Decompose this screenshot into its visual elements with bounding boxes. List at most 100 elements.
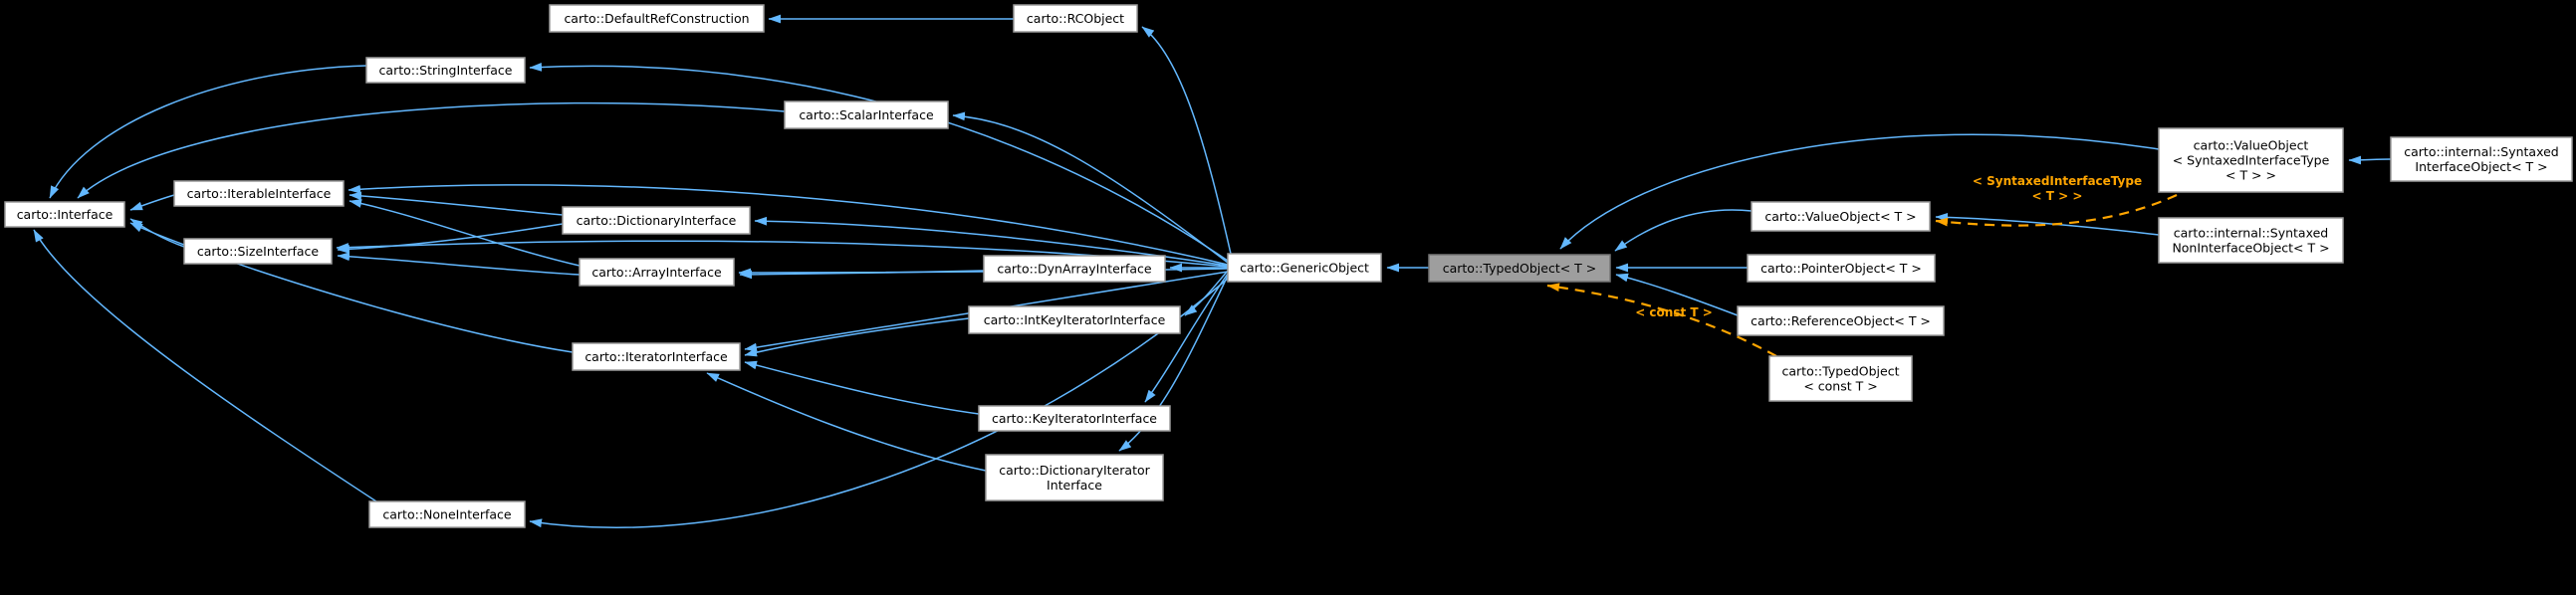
node-label-reference-object: carto::ReferenceObject< T > [1751, 313, 1931, 328]
node-interface[interactable]: carto::Interface [4, 201, 125, 228]
edge-genericobject-to-iterableinterface [348, 184, 1229, 266]
node-box-rc-object[interactable] [1013, 4, 1138, 33]
node-box-array-interface[interactable] [579, 258, 735, 287]
node-box-dictionary-interface[interactable] [562, 206, 751, 235]
node-box-reference-object[interactable] [1737, 305, 1945, 336]
node-box-string-interface[interactable] [365, 57, 526, 84]
edge-stringinterface-to-interface [49, 65, 367, 199]
node-label-dictionary-interface: carto::DictionaryInterface [577, 213, 737, 228]
node-box-value-object-syntaxed[interactable] [2158, 127, 2344, 193]
node-box-key-iterator-interface[interactable] [978, 405, 1171, 432]
node-label-default-ref-construction: carto::DefaultRefConstruction [564, 11, 749, 26]
edge-valueobjectsyntaxed-to-valueobject [1935, 193, 2178, 227]
node-value-object[interactable]: carto::ValueObject< T > [1751, 201, 1931, 232]
node-box-interface[interactable] [4, 201, 125, 228]
edge-label-typedobjectconst-to-typedobject: < const T > [1635, 305, 1713, 319]
edge-genericobject-to-rcobject [1141, 26, 1232, 255]
edge-typedobjectconst-to-typedobject [1546, 283, 1777, 357]
node-box-value-object[interactable] [1751, 201, 1931, 232]
node-label-dyn-array-interface: carto::DynArrayInterface [997, 262, 1152, 277]
node-layer: carto::Interface carto::IterableInterface… [4, 4, 2573, 528]
node-string-interface[interactable]: carto::StringInterface [365, 57, 526, 84]
node-box-syntaxed-non-interface-object[interactable] [2158, 217, 2344, 264]
edge-intkeyiterator-to-iteratorinterface [744, 317, 970, 357]
edge-layer: < const T > < SyntaxedInterfaceType< T > … [33, 14, 2392, 528]
node-box-iterator-interface[interactable] [572, 342, 741, 371]
node-box-none-interface[interactable] [368, 500, 526, 528]
edge-iterableinterface-to-interface [129, 194, 175, 211]
node-label-size-interface: carto::SizeInterface [197, 244, 320, 259]
node-label-array-interface: carto::ArrayInterface [591, 265, 722, 280]
node-label-none-interface: carto::NoneInterface [382, 507, 512, 522]
edge-genericobject-to-dictionaryiterator [1118, 275, 1229, 452]
node-dictionary-interface[interactable]: carto::DictionaryInterface [562, 206, 751, 235]
node-array-interface[interactable]: carto::ArrayInterface [579, 258, 735, 287]
node-box-dictionary-iterator-interface[interactable] [985, 454, 1164, 501]
node-box-pointer-object[interactable] [1747, 254, 1936, 283]
node-box-typed-object-const[interactable] [1768, 355, 1913, 402]
node-label-value-object-syntaxed: carto::ValueObject< SyntaxedInterfaceTyp… [2173, 138, 2330, 183]
node-label-int-key-iterator-interface: carto::IntKeyIteratorInterface [984, 312, 1166, 327]
node-label-typed-object: carto::TypedObject< T > [1443, 261, 1597, 276]
node-box-syntaxed-interface-object[interactable] [2390, 136, 2573, 182]
node-iterator-interface[interactable]: carto::IteratorInterface [572, 342, 741, 371]
node-reference-object[interactable]: carto::ReferenceObject< T > [1737, 305, 1945, 336]
node-label-scalar-interface: carto::ScalarInterface [799, 107, 934, 122]
edge-syntaxedinterfaceobject-to-valueobjectsyntaxed [2348, 155, 2392, 165]
edge-syntaxednoninterfaceobject-to-valueobject [1935, 212, 2160, 236]
node-value-object-syntaxed[interactable]: carto::ValueObject< SyntaxedInterfaceTyp… [2158, 127, 2344, 193]
node-label-key-iterator-interface: carto::KeyIteratorInterface [992, 411, 1157, 426]
node-size-interface[interactable]: carto::SizeInterface [183, 238, 333, 265]
node-label-iterable-interface: carto::IterableInterface [187, 186, 332, 201]
node-label-value-object: carto::ValueObject< T > [1764, 209, 1916, 224]
node-box-default-ref-construction[interactable] [549, 4, 765, 33]
edge-arrayinterface-to-iterableinterface [349, 199, 581, 267]
edge-label-valueobjectsyntaxed-to-valueobject: < SyntaxedInterfaceType< T > > [1973, 174, 2142, 203]
node-box-generic-object[interactable] [1227, 253, 1382, 283]
node-rc-object[interactable]: carto::RCObject [1013, 4, 1138, 33]
node-label-generic-object: carto::GenericObject [1240, 261, 1369, 276]
edge-dictionaryiterator-to-iteratorinterface [706, 372, 987, 472]
edge-valueobject-to-typedobject [1614, 209, 1753, 252]
edge-genericobject-to-sizeinterface [336, 240, 1229, 268]
node-default-ref-construction[interactable]: carto::DefaultRefConstruction [549, 4, 765, 33]
node-generic-object[interactable]: carto::GenericObject [1227, 253, 1382, 283]
node-box-typed-object[interactable] [1428, 254, 1611, 283]
node-pointer-object[interactable]: carto::PointerObject< T > [1747, 254, 1936, 283]
node-dyn-array-interface[interactable]: carto::DynArrayInterface [983, 255, 1166, 283]
edge-genericobject-to-stringinterface [529, 62, 1229, 262]
node-box-dyn-array-interface[interactable] [983, 255, 1166, 283]
node-label-iterator-interface: carto::IteratorInterface [585, 349, 728, 364]
node-key-iterator-interface[interactable]: carto::KeyIteratorInterface [978, 405, 1171, 432]
node-scalar-interface[interactable]: carto::ScalarInterface [784, 100, 949, 129]
edge-iteratorinterface-to-interface [129, 222, 574, 353]
node-label-interface: carto::Interface [17, 207, 114, 222]
edge-dictionaryinterface-to-iterableinterface [349, 191, 564, 216]
edge-keyiterator-to-iteratorinterface [744, 360, 980, 415]
node-none-interface[interactable]: carto::NoneInterface [368, 500, 526, 528]
edge-referenceobject-to-typedobject [1615, 273, 1739, 316]
node-typed-object[interactable]: carto::TypedObject< T > [1428, 254, 1611, 283]
node-label-pointer-object: carto::PointerObject< T > [1760, 261, 1922, 276]
edge-genericobject-to-iteratorinterface [744, 271, 1229, 352]
node-box-size-interface[interactable] [183, 238, 333, 265]
node-box-int-key-iterator-interface[interactable] [968, 305, 1181, 334]
node-box-iterable-interface[interactable] [173, 180, 345, 207]
edge-dynarrayinterface-to-arrayinterface [739, 270, 985, 280]
node-typed-object-const[interactable]: carto::TypedObject< const T > [1768, 355, 1913, 402]
node-int-key-iterator-interface[interactable]: carto::IntKeyIteratorInterface [968, 305, 1181, 334]
edge-dictionaryinterface-to-sizeinterface [337, 223, 564, 254]
node-label-string-interface: carto::StringInterface [379, 63, 513, 78]
edge-noneinterface-to-interface [33, 229, 377, 502]
edge-valueobjectsyntaxed-to-typedobject [1559, 133, 2160, 250]
edge-genericobject-to-keyiterator [1144, 273, 1229, 403]
node-iterable-interface[interactable]: carto::IterableInterface [173, 180, 345, 207]
node-box-scalar-interface[interactable] [784, 100, 949, 129]
